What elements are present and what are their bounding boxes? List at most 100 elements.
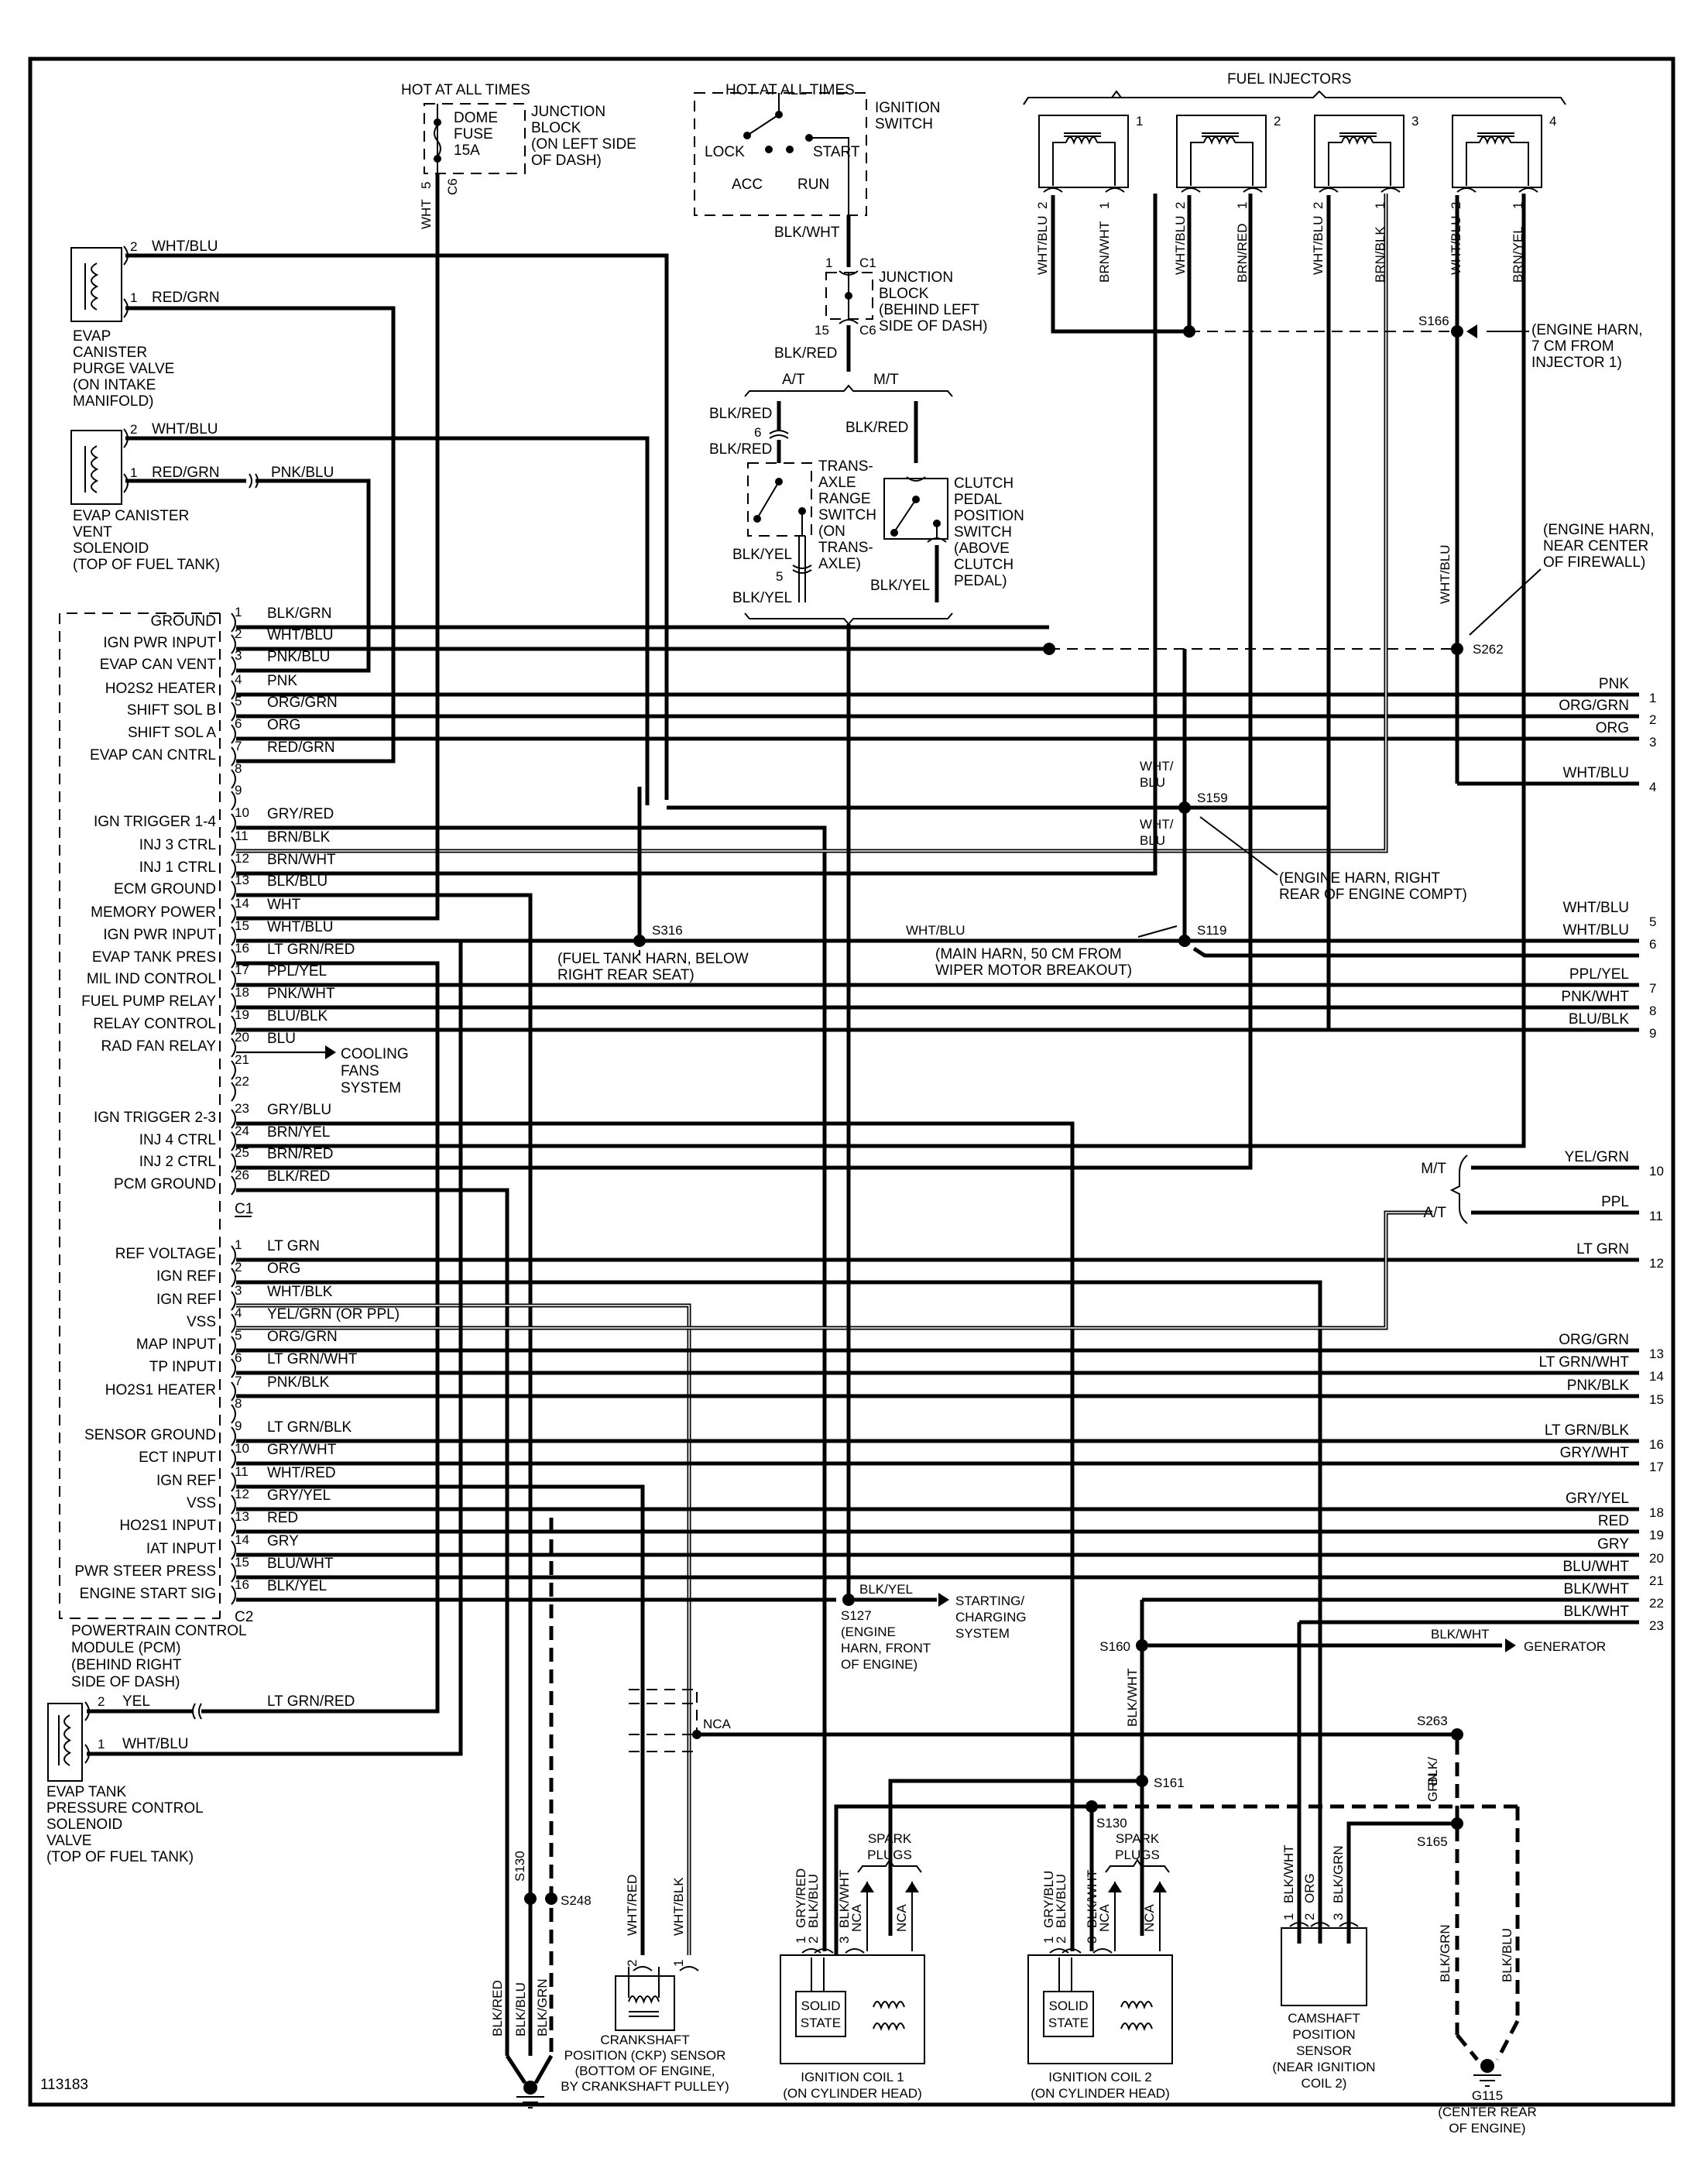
splice-s316-label: S316 <box>652 923 683 938</box>
wire-lt-grn-red <box>201 961 440 1714</box>
junction-block-label: BLOCK <box>531 120 581 136</box>
pin-number: 1 <box>825 256 832 270</box>
splice-s165-dot <box>1451 1817 1463 1830</box>
nca-label: NCA <box>1142 1903 1157 1932</box>
junction-block-title: JUNCTION <box>879 269 953 286</box>
switch-arm-icon <box>758 481 780 516</box>
connector-pin-icon <box>1339 1922 1359 1927</box>
pcm-c1-wire-color: BLK/RED <box>267 1168 330 1185</box>
wire-color: BLK/YEL <box>732 590 792 606</box>
wire-color: BRN/YEL <box>1511 226 1525 283</box>
switch-position-run: RUN <box>797 177 829 193</box>
evap-tank-valve-title: SOLENOID <box>46 1817 122 1833</box>
pin-number: 1 <box>130 465 137 480</box>
solid-state-label: STATE <box>1048 2016 1089 2030</box>
pin-number: 3 <box>1331 1913 1346 1920</box>
splice-s119-note: (MAIN HARN, 50 CM FROM <box>935 946 1122 962</box>
ground-dot <box>523 2081 537 2095</box>
pin-number: 2 <box>1302 1913 1317 1920</box>
wire-wht-blu-purge <box>125 253 669 800</box>
pcm-c1-pin-function: MEMORY POWER <box>91 904 216 921</box>
pcm-c1-wire-color: ORG/GRN <box>267 695 338 711</box>
evap-tank-valve-title: VALVE <box>46 1833 91 1849</box>
junction-block-outline <box>424 103 526 174</box>
junction-block-title: SIDE OF DASH) <box>879 318 987 335</box>
connector-pin-icon <box>1181 187 1201 193</box>
splice-s160-label: S160 <box>1099 1639 1130 1654</box>
hot-at-all-times-label: HOT AT ALL TIMES <box>401 82 530 98</box>
splice-dot <box>765 146 773 153</box>
pcm-c1-pin-icon <box>231 769 236 789</box>
branch-bracket-icon <box>744 612 953 626</box>
splice-s159-note: (ENGINE HARN, RIGHT <box>1279 870 1440 887</box>
pcm-c1-pin-icon <box>231 702 236 722</box>
pcm-c2-pin-function: IAT INPUT <box>146 1541 216 1557</box>
cmp-sensor-body <box>1281 1927 1367 2006</box>
ckp-sensor-title: POSITION (CKP) SENSOR <box>564 2048 726 2063</box>
coil-lead <box>811 1957 825 1992</box>
output-wire-color: PNK/BLK <box>1567 1378 1630 1394</box>
splice-s263-dot <box>1451 1728 1463 1741</box>
pcm-c1-pin-function: FUEL PUMP RELAY <box>81 993 216 1010</box>
ignition-coil-title: IGNITION COIL 2 <box>1048 2070 1152 2084</box>
pcm-c2-wire-color: LT GRN/BLK <box>267 1419 352 1436</box>
pcm-c2-pin-number: 3 <box>235 1283 242 1298</box>
pcm-c2-pin-number: 12 <box>235 1487 249 1501</box>
pcm-c2-pin-icon <box>231 1540 236 1560</box>
output-number: 20 <box>1649 1551 1664 1566</box>
pcm-c1-pin-icon <box>231 949 236 969</box>
pin-number: 2 <box>806 1937 821 1944</box>
wire-color: BLK/WHT <box>1431 1627 1490 1642</box>
splice-dot <box>524 1892 537 1905</box>
spark-plugs-label: SPARK <box>1116 1831 1160 1846</box>
pcm-c2-pin-function: HO2S1 INPUT <box>119 1518 216 1534</box>
output-wire-color: LT GRN <box>1576 1241 1629 1257</box>
pin-number: 2 <box>1035 202 1050 209</box>
wire-color: BLK/RED <box>709 441 772 458</box>
spark-plugs-label: PLUGS <box>1115 1848 1160 1862</box>
pin-number: 2 <box>1311 202 1326 209</box>
nca-label: NCA <box>849 1903 864 1932</box>
wire-color: BLK/BLU <box>806 1874 821 1928</box>
pcm-c1-pin-icon <box>231 724 236 744</box>
switch-position-start: START <box>813 144 860 160</box>
wire-org-c2 <box>236 1280 1322 1944</box>
evap-purge-valve-title: PURGE VALVE <box>73 361 174 377</box>
pcm-c1-pin-number: 14 <box>235 896 249 911</box>
g115-label: G115 <box>1472 2088 1503 2103</box>
pcm-c1-pin-icon <box>231 680 236 700</box>
pin-number: 1 <box>1373 202 1387 209</box>
pcm-c1-pin-number: 15 <box>235 918 249 933</box>
splice-s262-note: OF FIREWALL) <box>1543 554 1645 571</box>
output-wire-color: LT GRN/BLK <box>1545 1422 1629 1439</box>
pcm-c2-pin-number: 11 <box>235 1464 249 1479</box>
wire-brn-wht <box>236 194 1158 876</box>
nca-label: NCA <box>703 1717 732 1731</box>
pcm-c2-wire-color: YEL/GRN (OR PPL) <box>267 1306 400 1323</box>
pcm-c2-wire-color: BLK/YEL <box>267 1578 327 1594</box>
output-number: 6 <box>1649 937 1656 952</box>
wire-blk-blu <box>236 893 533 2056</box>
wire-pnk-blu <box>236 479 371 673</box>
wire-color: BLK/WHT <box>1125 1668 1140 1727</box>
spark-plugs-label: SPARK <box>868 1831 912 1846</box>
pcm-c2-pin-icon <box>231 1426 236 1446</box>
output-wire-color: WHT/BLU <box>1563 900 1630 916</box>
generator-label: GENERATOR <box>1524 1639 1606 1654</box>
wire-wht-blu-vent <box>125 436 650 805</box>
spark-plugs-bracket-icon <box>857 1858 922 1873</box>
wire-color: WHT/ <box>1140 759 1174 774</box>
arrow-icon <box>938 1593 949 1607</box>
pin-number: 2 <box>625 1960 640 1967</box>
pcm-c1-wire-color: BLU <box>267 1031 296 1047</box>
ground-lead <box>505 2054 554 2084</box>
injector-lead <box>1190 142 1254 186</box>
output-number: 8 <box>1649 1004 1656 1018</box>
output-wire-color: BLU/BLK <box>1569 1011 1629 1028</box>
output-number: 16 <box>1649 1437 1664 1452</box>
pcm-c2-wire-color: BLU/WHT <box>267 1556 334 1572</box>
pcm-c1-pin-icon <box>231 1038 236 1058</box>
pcm-c2-pin-function: IGN REF <box>156 1473 216 1489</box>
wire-color: BLK/ <box>1425 1757 1440 1786</box>
pin-number: 2 <box>1449 202 1463 209</box>
